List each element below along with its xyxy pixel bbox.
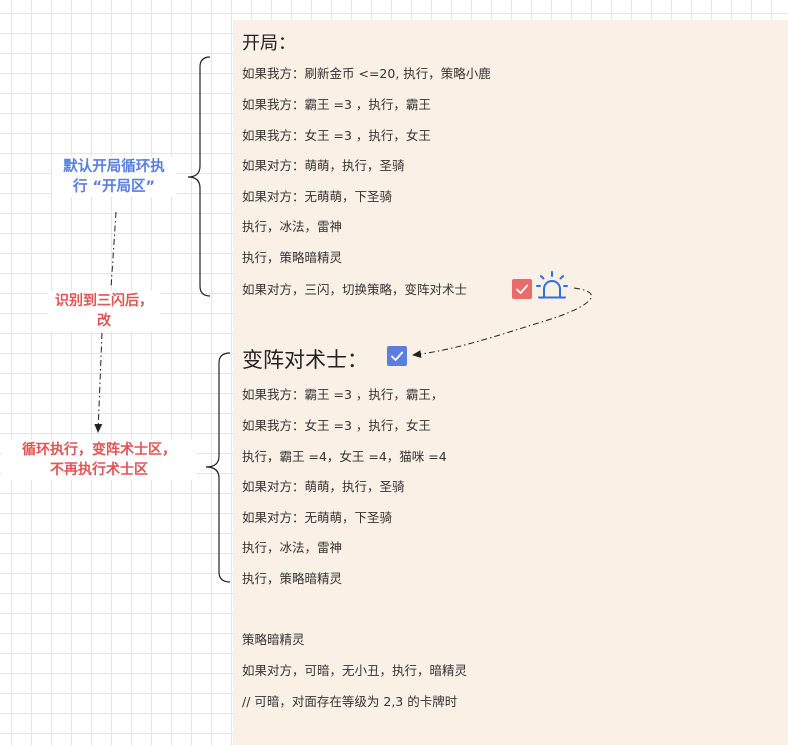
default-loop-note: 默认开局循环执 行 “开局区” xyxy=(52,157,176,197)
alarm-icon xyxy=(535,270,569,306)
opening-line: 如果对方：萌萌，执行，圣骑 xyxy=(242,158,405,173)
after-three-flash-note-line: 识别到三闪后， xyxy=(55,293,153,309)
switch-arrow xyxy=(412,287,592,359)
opening-line: 如果对方：无萌萌，下圣骑 xyxy=(242,189,393,204)
loop-warlock-note-line: 不再执行术士区 xyxy=(50,462,148,478)
default-loop-note-line: 行 “开局区” xyxy=(72,179,156,195)
dark-elf-line: // 可暗，对面存在等级为 2,3 的卡牌时 xyxy=(242,694,458,709)
warlock-title: 变阵对术士： xyxy=(242,348,368,372)
warlock-line: 执行，策略暗精灵 xyxy=(242,571,343,586)
opening-line: 执行，策略暗精灵 xyxy=(242,250,343,265)
check-icon xyxy=(387,346,407,366)
opening-line-switch: 如果对方，三闪，切换策略，变阵对术士 xyxy=(242,282,468,297)
dark-elf-line: 如果对方，可暗，无小丑，执行，暗精灵 xyxy=(242,663,468,678)
warlock-line: 如果我方：霸王 =3 ，执行，霸王， xyxy=(242,387,444,402)
check-icon xyxy=(512,279,532,299)
document-panel xyxy=(233,20,788,745)
after-three-flash-note-line: 改 xyxy=(97,313,111,329)
opening-line: 执行，冰法，雷神 xyxy=(242,219,343,234)
warlock-line: 如果我方：女王 =3 ，执行，女王 xyxy=(242,418,431,433)
opening-brace xyxy=(187,56,211,297)
warlock-line: 如果对方：无萌萌，下圣骑 xyxy=(242,510,393,525)
warlock-brace xyxy=(205,352,231,583)
opening-line: 如果我方：霸王 =3 ，执行，霸王 xyxy=(242,97,431,112)
flow-line-upper xyxy=(110,211,117,289)
opening-title: 开局： xyxy=(242,33,296,54)
after-three-flash-note: 识别到三闪后， 改 xyxy=(48,291,160,331)
flow-line-lower xyxy=(94,332,103,433)
warlock-line: 执行，冰法，雷神 xyxy=(242,540,343,555)
loop-warlock-note: 循环执行，变阵术士区， 不再执行术士区 xyxy=(2,440,196,480)
warlock-line: 如果对方：萌萌，执行，圣骑 xyxy=(242,479,405,494)
warlock-line: 执行，霸王 =4，女王 =4，猫咪 =4 xyxy=(242,449,447,464)
default-loop-note-line: 默认开局循环执 xyxy=(63,159,165,175)
opening-line: 如果我方：女王 =3 ，执行，女王 xyxy=(242,128,431,143)
loop-warlock-note-line: 循环执行，变阵术士区， xyxy=(22,442,176,458)
dark-elf-title: 策略暗精灵 xyxy=(242,632,305,647)
opening-line: 如果我方：刷新金币 <=20, 执行，策略小鹿 xyxy=(242,66,491,81)
